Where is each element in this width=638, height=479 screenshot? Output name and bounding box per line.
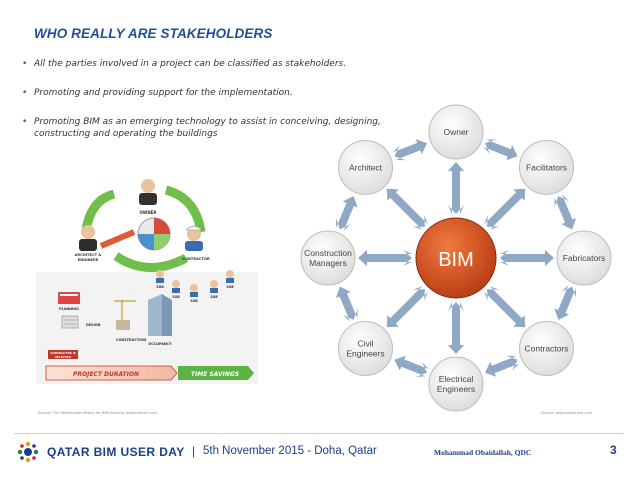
bim-ring-arrow	[484, 355, 520, 377]
bim-node-label: Owner	[443, 127, 468, 137]
bim-ring-arrow	[554, 194, 577, 230]
contractor-selected-label: CONTRACTOR IS	[50, 351, 76, 355]
sub-label: SUB	[172, 295, 180, 299]
bim-node-label: Engineers	[346, 349, 384, 359]
sub-label: SUB	[190, 299, 198, 303]
bim-node-label: Engineers	[437, 384, 475, 394]
bullet-text: Promoting BIM as an emerging technology …	[34, 117, 381, 139]
cycle-arrow	[81, 189, 116, 231]
sub-icons	[156, 270, 234, 297]
bim-center-node	[415, 217, 497, 299]
bim-spoke-arrow	[386, 286, 428, 328]
author-name: Mohammad Obaidallah, QDC	[434, 448, 532, 457]
bim-node-label: Electrical	[439, 374, 474, 384]
bim-node	[428, 104, 484, 160]
contractor-selected-label: SELECTED	[55, 355, 71, 359]
cycle-arrow	[99, 229, 136, 249]
bullet-dot-icon: •	[22, 88, 28, 98]
footer: QATAR BIM USER DAY | 5th November 2015 -…	[14, 440, 624, 466]
page-number: 3	[610, 443, 617, 457]
owner-label: OWNER	[140, 210, 157, 215]
source-right: Source: www.bluentcad.com	[540, 411, 592, 415]
bim-spoke-arrow	[484, 188, 526, 230]
bullet-text: All the parties involved in a project ca…	[34, 59, 347, 69]
bullet-item: • Promoting BIM as an emerging technolog…	[22, 116, 382, 140]
bim-node-label: Architect	[349, 162, 383, 172]
event-date: 5th November 2015 - Doha, Qatar	[203, 445, 377, 457]
design-label: DESIGN	[86, 323, 101, 327]
bullet-list: • All the parties involved in a project …	[22, 58, 382, 157]
contractor-selected-badge	[48, 350, 78, 359]
bim-ring-arrow	[554, 285, 577, 320]
bim-node-label: Construction	[304, 248, 352, 258]
crane-icon	[114, 300, 136, 330]
bim-node	[337, 139, 393, 195]
bim-node	[428, 356, 484, 412]
sub-label: SUB	[226, 285, 234, 289]
bim-node	[300, 230, 356, 286]
bim-node-label: Managers	[309, 258, 347, 268]
footer-divider	[14, 433, 624, 434]
sub-label: SUB	[210, 295, 218, 299]
bim-spoke-arrow	[386, 188, 428, 230]
bim-node-label: Facilitators	[526, 162, 567, 172]
bim-spoke-arrow	[484, 286, 526, 328]
architect-label: ARCHITECT &	[75, 253, 102, 257]
bim-node	[519, 139, 575, 195]
bim-center-label: BIM	[438, 249, 474, 271]
stakeholder-illustration: OWNER ARCHITECT & ENGINEER CONTRACTOR SU…	[36, 160, 258, 384]
bim-arrows	[335, 139, 577, 377]
time-savings-arrow	[178, 366, 254, 380]
bim-ring-arrow	[335, 286, 358, 322]
planning-icon	[58, 292, 80, 304]
time-savings-label: TIME SAVINGS	[191, 371, 239, 378]
bullet-dot-icon: •	[22, 59, 28, 69]
project-duration-arrow	[45, 365, 178, 381]
bim-nodes: OwnerFacilitatorsFabricatorsContractorsE…	[300, 104, 612, 412]
bullet-dot-icon: •	[22, 117, 28, 127]
slide-title: WHO REALLY ARE STAKEHOLDERS	[34, 26, 273, 41]
planning-label: PLANNING	[59, 307, 79, 311]
qatar-bim-logo-icon	[17, 441, 39, 463]
project-duration-label: PROJECT DURATION	[73, 371, 139, 378]
design-icon	[61, 315, 79, 329]
bullet-text: Promoting and providing support for the …	[34, 88, 293, 98]
construction-label: CONSTRUCTION	[116, 338, 146, 342]
engineer-label: ENGINEER	[78, 258, 99, 262]
source-left: Source: The Stakeholder Matrix for BIM p…	[38, 411, 158, 415]
cycle-arrow	[164, 185, 206, 233]
bim-spoke-arrow	[358, 250, 412, 266]
building-icon	[148, 294, 172, 336]
contractor-label: CONTRACTOR	[182, 257, 210, 261]
bim-ring-arrow	[394, 355, 429, 377]
bim-node	[556, 230, 612, 286]
footer-separator: |	[192, 444, 196, 458]
bim-ring-arrow	[335, 196, 358, 231]
bim-node-label: Contractors	[525, 344, 569, 354]
bim-node	[519, 321, 575, 377]
bim-spoke-arrow	[448, 162, 464, 214]
bullet-item: • All the parties involved in a project …	[22, 58, 382, 70]
bim-ring-arrow	[392, 139, 428, 161]
architect-icon	[81, 225, 95, 239]
contractor-icon	[187, 227, 201, 241]
sub-label: SUB	[156, 285, 164, 289]
occupancy-label: OCCUPANCY	[148, 342, 172, 346]
cycle-arrow	[113, 252, 189, 272]
bim-node	[337, 321, 393, 377]
bim-node-label: Fabricators	[563, 253, 606, 263]
event-name: QATAR BIM USER DAY	[47, 445, 185, 459]
bim-ring-arrow	[483, 139, 518, 161]
owner-icon	[141, 179, 155, 193]
bim-spoke-arrow	[500, 250, 554, 266]
bullet-item: • Promoting and providing support for th…	[22, 87, 382, 99]
bim-node-label: Civil	[357, 339, 373, 349]
bim-spoke-arrow	[448, 302, 464, 354]
